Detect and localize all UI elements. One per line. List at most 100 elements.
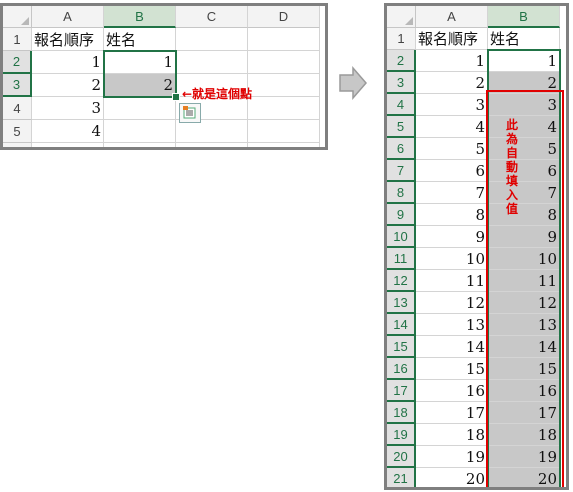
row-header-13-right[interactable]: 13 xyxy=(387,292,416,314)
cell-b1[interactable]: 姓名 xyxy=(104,28,176,51)
fill-handle[interactable] xyxy=(172,93,180,101)
cell-a21-right[interactable]: 20 xyxy=(416,468,488,487)
cell-a16-right[interactable]: 15 xyxy=(416,358,488,380)
select-all-corner-right[interactable] xyxy=(387,6,416,28)
cell-b19-right[interactable]: 18 xyxy=(488,424,560,446)
row-header-19-right[interactable]: 19 xyxy=(387,424,416,446)
column-header-c[interactable]: C xyxy=(176,6,248,28)
cell-a15-right[interactable]: 14 xyxy=(416,336,488,358)
cell-b5[interactable] xyxy=(104,120,176,143)
cell-a2-right[interactable]: 1 xyxy=(416,50,488,72)
row-header-1-right[interactable]: 1 xyxy=(387,28,416,50)
cell-a17-right[interactable]: 16 xyxy=(416,380,488,402)
row-header-17-right[interactable]: 17 xyxy=(387,380,416,402)
autofilled-highlight-box xyxy=(486,90,564,487)
cell-a12-right[interactable]: 11 xyxy=(416,270,488,292)
row-header-6-right[interactable]: 6 xyxy=(387,138,416,160)
cell-d6[interactable] xyxy=(248,143,320,147)
cell-a2[interactable]: 1 xyxy=(32,51,104,74)
row-header-3-right[interactable]: 3 xyxy=(387,72,416,94)
column-header-b[interactable]: B xyxy=(104,6,176,28)
cell-b2[interactable]: 1 xyxy=(104,51,176,74)
cell-b12-right[interactable]: 11 xyxy=(488,270,560,292)
cell-c4[interactable] xyxy=(176,97,248,120)
cell-a8-right[interactable]: 7 xyxy=(416,182,488,204)
cell-c1[interactable] xyxy=(176,28,248,51)
column-header-d[interactable]: D xyxy=(248,6,320,28)
cell-a18-right[interactable]: 17 xyxy=(416,402,488,424)
row-header-5[interactable]: 5 xyxy=(3,120,32,143)
cell-a14-right[interactable]: 13 xyxy=(416,314,488,336)
select-all-corner[interactable] xyxy=(3,6,32,28)
column-header-b-right[interactable]: B xyxy=(488,6,560,28)
column-header-a[interactable]: A xyxy=(32,6,104,28)
cell-b6[interactable] xyxy=(104,143,176,147)
cell-a4-right[interactable]: 3 xyxy=(416,94,488,116)
row-header-11-right[interactable]: 11 xyxy=(387,248,416,270)
row-header-4-right[interactable]: 4 xyxy=(387,94,416,116)
cell-b20-right[interactable]: 19 xyxy=(488,446,560,468)
cell-b3[interactable]: 2 xyxy=(104,74,176,97)
left-spreadsheet: ABCD1報名順序姓名21132243545←就是這個點 xyxy=(0,3,328,150)
row-header-20-right[interactable]: 20 xyxy=(387,446,416,468)
cell-b2-right[interactable]: 1 xyxy=(488,50,560,72)
auto-fill-options-button[interactable] xyxy=(179,103,201,123)
cell-b21-right[interactable]: 20 xyxy=(488,468,560,487)
cell-a20-right[interactable]: 19 xyxy=(416,446,488,468)
cell-c3[interactable] xyxy=(176,74,248,97)
right-arrow-icon xyxy=(339,66,367,100)
cell-a5-right[interactable]: 4 xyxy=(416,116,488,138)
cell-d4[interactable] xyxy=(248,97,320,120)
cell-a1[interactable]: 報名順序 xyxy=(32,28,104,51)
auto-fill-options-icon xyxy=(183,106,196,119)
cell-a5[interactable]: 4 xyxy=(32,120,104,143)
row-header-21-right[interactable]: 21 xyxy=(387,468,416,487)
row-header-2-right[interactable]: 2 xyxy=(387,50,416,72)
cell-a6[interactable]: 5 xyxy=(32,143,104,147)
row-header-14-right[interactable]: 14 xyxy=(387,314,416,336)
cell-b15-right[interactable]: 14 xyxy=(488,336,560,358)
cell-b13-right[interactable]: 12 xyxy=(488,292,560,314)
cell-d1[interactable] xyxy=(248,28,320,51)
annotation-autofill-label: 此為自動填入值 xyxy=(505,118,518,216)
cell-d5[interactable] xyxy=(248,120,320,143)
cell-a13-right[interactable]: 12 xyxy=(416,292,488,314)
row-header-3[interactable]: 3 xyxy=(3,74,32,97)
cell-b14-right[interactable]: 13 xyxy=(488,314,560,336)
cell-a7-right[interactable]: 6 xyxy=(416,160,488,182)
cell-a9-right[interactable]: 8 xyxy=(416,204,488,226)
cell-a6-right[interactable]: 5 xyxy=(416,138,488,160)
row-header-2[interactable]: 2 xyxy=(3,51,32,74)
row-header-12-right[interactable]: 12 xyxy=(387,270,416,292)
cell-d3[interactable] xyxy=(248,74,320,97)
row-header-4[interactable]: 4 xyxy=(3,97,32,120)
cell-d2[interactable] xyxy=(248,51,320,74)
cell-a10-right[interactable]: 9 xyxy=(416,226,488,248)
row-header-9-right[interactable]: 9 xyxy=(387,204,416,226)
cell-a1-right[interactable]: 報名順序 xyxy=(416,28,488,50)
row-header-10-right[interactable]: 10 xyxy=(387,226,416,248)
cell-b4[interactable] xyxy=(104,97,176,120)
row-header-18-right[interactable]: 18 xyxy=(387,402,416,424)
cell-a4[interactable]: 3 xyxy=(32,97,104,120)
cell-c2[interactable] xyxy=(176,51,248,74)
row-header-16-right[interactable]: 16 xyxy=(387,358,416,380)
annotation-fill-handle-label: ←就是這個點 xyxy=(182,87,253,101)
cell-b18-right[interactable]: 17 xyxy=(488,402,560,424)
row-header-5-right[interactable]: 5 xyxy=(387,116,416,138)
row-header-7-right[interactable]: 7 xyxy=(387,160,416,182)
cell-a3-right[interactable]: 2 xyxy=(416,72,488,94)
cell-c6[interactable] xyxy=(176,143,248,147)
cell-b17-right[interactable]: 16 xyxy=(488,380,560,402)
cell-b1-right[interactable]: 姓名 xyxy=(488,28,560,50)
cell-a19-right[interactable]: 18 xyxy=(416,424,488,446)
cell-a11-right[interactable]: 10 xyxy=(416,248,488,270)
row-header-partial[interactable] xyxy=(3,143,32,147)
row-header-8-right[interactable]: 8 xyxy=(387,182,416,204)
row-header-15-right[interactable]: 15 xyxy=(387,336,416,358)
column-header-a-right[interactable]: A xyxy=(416,6,488,28)
cell-a3[interactable]: 2 xyxy=(32,74,104,97)
row-header-1[interactable]: 1 xyxy=(3,28,32,51)
cell-c5[interactable] xyxy=(176,120,248,143)
